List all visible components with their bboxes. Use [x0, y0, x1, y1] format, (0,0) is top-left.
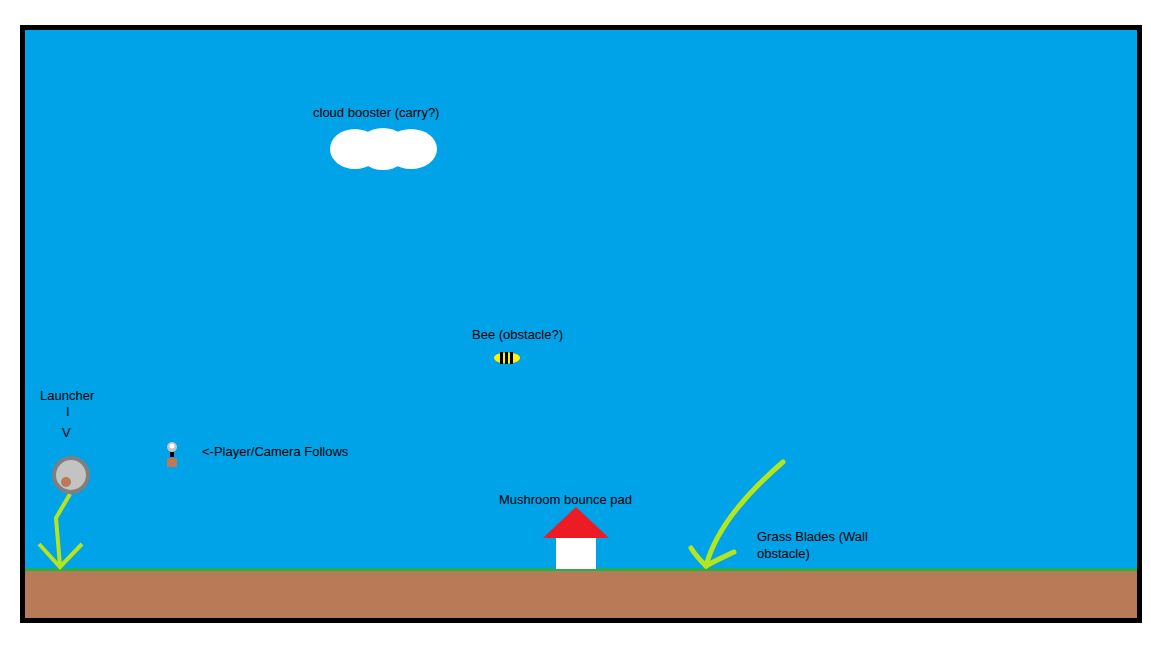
mushroom-label: Mushroom bounce pad [499, 491, 632, 508]
cloud-label: cloud booster (carry?) [313, 104, 439, 121]
sky [25, 30, 1137, 570]
player-label: <-Player/Camera Follows [202, 443, 348, 460]
ground [25, 570, 1137, 618]
arrow-shaft: I [66, 403, 70, 420]
cloud [330, 128, 437, 170]
frame-border [20, 25, 1142, 623]
grass-label: Grass Blades (Wall obstacle) [757, 528, 883, 562]
launcher [39, 458, 88, 567]
player [167, 442, 177, 467]
arrow-head: V [62, 424, 71, 441]
launcher-label: Launcher [40, 387, 94, 404]
mushroom [543, 507, 609, 569]
bee-label: Bee (obstacle?) [472, 326, 563, 343]
bee [494, 352, 520, 364]
